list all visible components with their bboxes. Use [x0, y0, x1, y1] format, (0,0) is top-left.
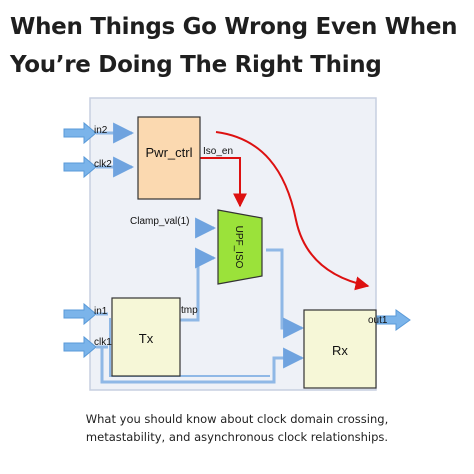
pwr-ctrl-label: Pwr_ctrl	[146, 145, 193, 160]
signal-clamp-val: Clamp_val(1)	[130, 216, 189, 227]
signal-clk2: clk2	[94, 159, 112, 170]
title-line-2: You’re Doing The Right Thing	[10, 52, 382, 78]
port-in1-arrow	[63, 302, 97, 326]
port-out1-arrow	[375, 309, 411, 331]
upf-iso-label: UPF_ISO	[233, 226, 244, 269]
signal-in1: in1	[94, 306, 108, 317]
wire-clk1-rx	[100, 347, 305, 384]
caption: What you should know about clock domain …	[0, 410, 474, 446]
wire-iso-en	[200, 157, 247, 208]
wire-tmp	[180, 247, 217, 322]
tx-block	[111, 297, 181, 377]
port-in2-arrow	[63, 121, 97, 145]
upf-iso-block	[217, 209, 263, 285]
wire-in1-rx	[109, 318, 270, 377]
title-line-1: When Things Go Wrong Even When	[10, 14, 458, 40]
port-clk2-arrow	[63, 155, 97, 179]
signal-in2: in2	[94, 125, 108, 136]
tx-label: Tx	[139, 331, 154, 346]
pwr-ctrl-block	[137, 116, 201, 200]
caption-line-1: What you should know about clock domain …	[85, 412, 389, 426]
rx-block	[303, 309, 377, 389]
wire-iso-en-curve	[215, 131, 370, 291]
signal-clk1: clk1	[94, 337, 112, 348]
page-title: When Things Go Wrong Even When You’re Do…	[10, 8, 470, 84]
port-clk1-arrow	[63, 335, 97, 359]
signal-tmp: tmp	[181, 305, 198, 316]
signal-out1: out1	[368, 315, 388, 326]
signal-iso-en: Iso_en	[203, 146, 233, 157]
rx-label: Rx	[332, 343, 348, 358]
caption-line-2: metastability, and asynchronous clock re…	[85, 430, 389, 444]
wire-iso-out	[266, 248, 305, 339]
